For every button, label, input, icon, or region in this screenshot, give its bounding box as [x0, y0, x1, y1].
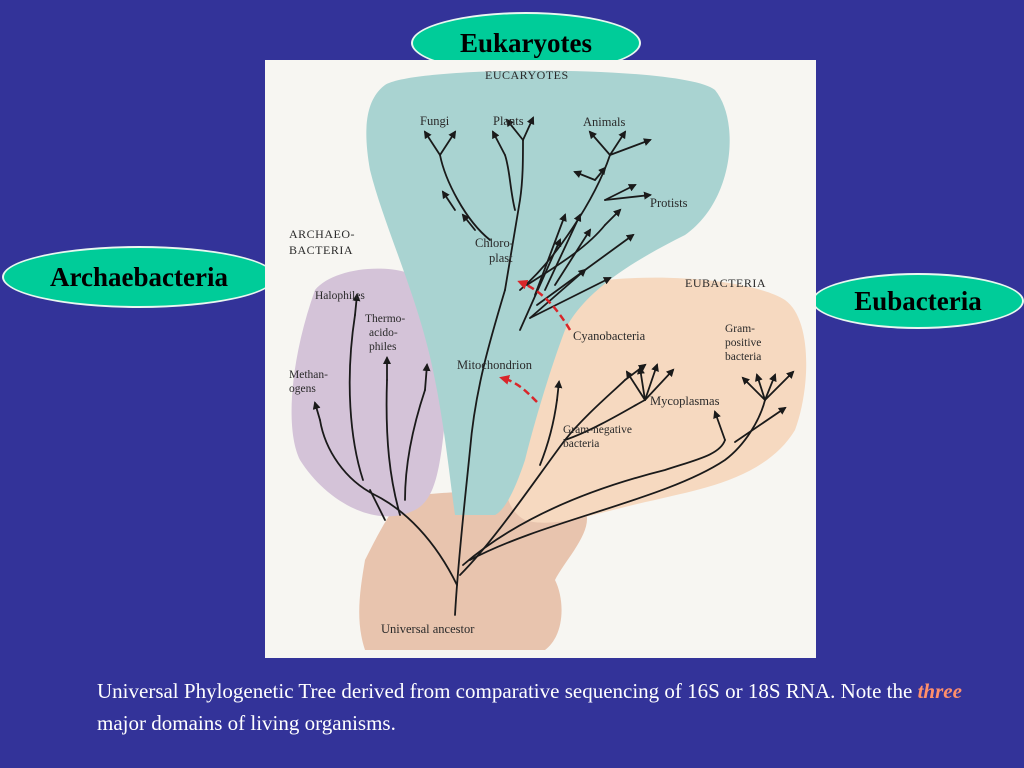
eucaryotes-region: [366, 70, 730, 515]
archaebacteria-domain-label-line1: ARCHAEO-: [289, 227, 355, 241]
thermoacidophiles-label-line2: acido-: [369, 327, 398, 339]
eubacteria-region: [505, 277, 807, 523]
eubacteria-domain-label: EUBACTERIA: [685, 276, 766, 290]
gram-negative-label-line2: bacteria: [563, 438, 599, 450]
archaebacteria-label: Archaebacteria: [50, 261, 228, 292]
figure-caption: Universal Phylogenetic Tree derived from…: [97, 675, 997, 739]
plants-label: Plants: [493, 114, 524, 128]
caption-text-start: Universal Phylogenetic Tree derived from…: [97, 679, 918, 703]
chloroplast-endosymbiosis-arrow: [517, 279, 572, 331]
eukaryotes-label: Eukaryotes: [459, 27, 592, 58]
tree-branches: [312, 116, 795, 616]
animals-label: Animals: [583, 115, 625, 129]
mycoplasmas-label: Mycoplasmas: [650, 394, 720, 408]
methanogens-label-line1: Methan-: [289, 369, 328, 381]
eucaryotes-domain-label: EUCARYOTES: [485, 68, 569, 82]
mitochondrion-endosymbiosis-arrow: [499, 374, 538, 403]
chloroplast-label-line1: Chloro-: [475, 236, 514, 250]
eubacteria-label-oval: Eubacteria: [812, 273, 1024, 329]
eubacteria-label: Eubacteria: [854, 285, 982, 316]
gram-negative-label-line1: Gram-negative: [563, 424, 632, 436]
ancestor-region: [359, 491, 588, 650]
thermoacidophiles-label-line3: philes: [369, 341, 397, 353]
caption-emphasis-three: three: [917, 679, 962, 703]
chloroplast-label-line2: plast: [489, 251, 513, 265]
gram-positive-label-line2: positive: [725, 337, 761, 349]
phylogenetic-tree-svg: EUCARYOTES ARCHAEO- BACTERIA EUBACTERIA …: [289, 68, 807, 650]
halophiles-label: Halophiles: [315, 290, 365, 302]
thermoacidophiles-label-line1: Thermo-: [365, 313, 405, 325]
caption-text-end: major domains of living organisms.: [97, 711, 396, 735]
archaebacteria-domain-label-line2: BACTERIA: [289, 243, 353, 257]
mitochondrion-label: Mitochondrion: [457, 358, 533, 372]
archaebacteria-region: [291, 268, 450, 517]
fungi-label: Fungi: [420, 114, 450, 128]
phylogenetic-tree-figure: EUCARYOTES ARCHAEO- BACTERIA EUBACTERIA …: [265, 60, 816, 658]
universal-ancestor-label: Universal ancestor: [381, 622, 475, 636]
gram-positive-label-line1: Gram-: [725, 323, 755, 335]
cyanobacteria-label: Cyanobacteria: [573, 329, 646, 343]
gram-positive-label-line3: bacteria: [725, 351, 761, 363]
methanogens-label-line2: ogens: [289, 383, 316, 395]
archaebacteria-label-oval: Archaebacteria: [2, 246, 276, 308]
protists-label: Protists: [650, 196, 688, 210]
